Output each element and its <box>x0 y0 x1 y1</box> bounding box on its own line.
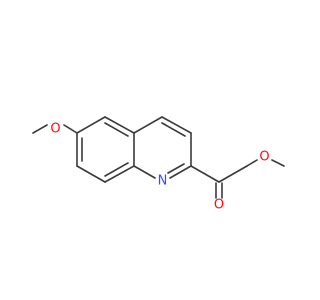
bond-inner <box>104 122 129 137</box>
nitrogen-ring-label: N <box>158 174 168 189</box>
bond <box>161 116 192 134</box>
oxygen-methoxy-left-label: O <box>50 122 60 137</box>
bond <box>76 165 106 183</box>
bond-inner <box>167 163 185 174</box>
molecule-structure: O N O O <box>32 116 285 213</box>
bond <box>190 165 220 183</box>
molecule-canvas: O N O O <box>32 116 285 213</box>
bond <box>169 165 192 179</box>
bond <box>104 165 135 183</box>
bond-inner <box>161 122 186 137</box>
bond <box>246 159 258 167</box>
bond <box>104 116 135 134</box>
oxygen-carbonyl-label: O <box>214 198 224 213</box>
bond <box>63 124 78 134</box>
bond-inner <box>104 162 129 177</box>
bond <box>32 124 48 134</box>
bond <box>271 159 285 167</box>
bond <box>133 116 163 134</box>
bond <box>133 165 156 179</box>
bond <box>76 116 106 134</box>
bond <box>218 165 248 183</box>
oxygen-methoxy-right-label: O <box>259 150 269 165</box>
